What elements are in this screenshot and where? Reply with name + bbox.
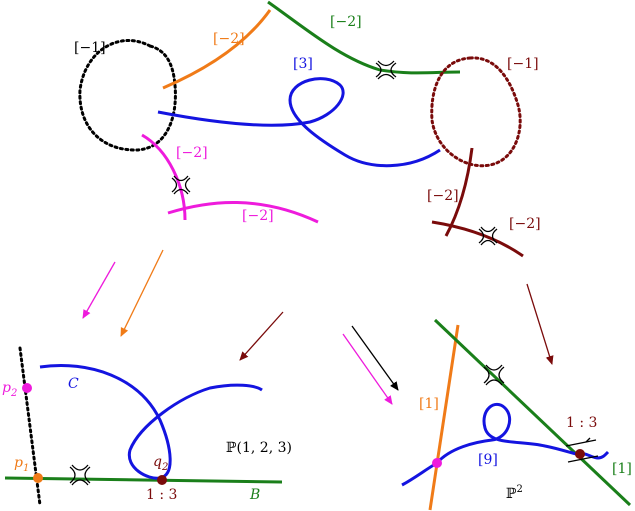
label-blue-right: [9] xyxy=(478,452,498,468)
point-p1 xyxy=(33,473,43,483)
label-C: C xyxy=(68,376,79,392)
label-space-left: ℙ(1, 2, 3) xyxy=(226,440,292,456)
arrow-darkred-right xyxy=(526,283,554,365)
label-p1: p1 xyxy=(14,455,29,474)
label-ratio-left: 1 : 3 xyxy=(146,487,177,503)
label-B: B xyxy=(249,487,260,503)
label-p2: p2 xyxy=(2,380,17,399)
green-line-B xyxy=(4,476,283,484)
crossing-glyph-bottom-left xyxy=(69,464,91,486)
label-darkred-upper: [−2] xyxy=(427,188,459,204)
arrow-black-right xyxy=(351,325,399,391)
darkred-dotted-curve xyxy=(430,56,522,168)
top-configuration: [−1] [−2] [−2] [3] [−1] [−2] [−2] [−2] [… xyxy=(74,0,541,258)
black-dotted-curve xyxy=(78,39,177,152)
darkred-curve-upper xyxy=(444,147,474,237)
point-magenta-right xyxy=(432,458,442,468)
label-black-curve: [−1] xyxy=(74,40,106,56)
label-q2: q2 xyxy=(153,454,168,473)
label-orange-curve: [−2] xyxy=(213,31,245,47)
green-curve-top xyxy=(267,0,461,75)
arrow-darkred-left xyxy=(239,311,284,361)
arrow-magenta-left xyxy=(82,261,116,319)
arrow-magenta-right xyxy=(342,333,393,405)
point-q2 xyxy=(157,475,167,485)
projective-plane: [1] [9] 1 : 3 [1] ℙ2 xyxy=(401,318,632,511)
crossing-glyph-bottom-right xyxy=(483,364,505,386)
crossing-glyph-darkred xyxy=(478,226,498,246)
magenta-curve-lower xyxy=(167,200,319,224)
point-darkred-right xyxy=(575,449,585,459)
label-magenta-lower: [−2] xyxy=(242,208,274,224)
label-magenta-upper: [−2] xyxy=(176,145,208,161)
label-ratio-right: 1 : 3 xyxy=(566,415,597,431)
label-green-curve: [−2] xyxy=(330,14,362,30)
arrows xyxy=(82,249,554,405)
label-green-right: [1] xyxy=(612,461,632,477)
weighted-projective-plane: p2 p1 C q2 1 : 3 ℙ(1, 2, 3) B xyxy=(2,346,292,507)
orange-curve-top xyxy=(162,9,272,90)
blue-curve-top xyxy=(157,77,441,168)
label-blue-curve: [3] xyxy=(293,56,313,72)
label-darkred-lower: [−2] xyxy=(509,216,541,232)
crossing-glyph-top-right xyxy=(375,60,397,80)
label-orange-right: [1] xyxy=(419,396,439,412)
tangency-marks xyxy=(565,437,599,463)
blue-curve-C xyxy=(39,364,263,480)
label-darkred-dotted: [−1] xyxy=(507,56,539,72)
label-space-right: ℙ2 xyxy=(506,484,523,502)
arrow-orange-left xyxy=(120,249,164,337)
crossing-glyph-top-left xyxy=(171,175,191,195)
green-line xyxy=(433,318,632,507)
orange-line xyxy=(428,324,460,511)
point-p2 xyxy=(22,383,32,393)
